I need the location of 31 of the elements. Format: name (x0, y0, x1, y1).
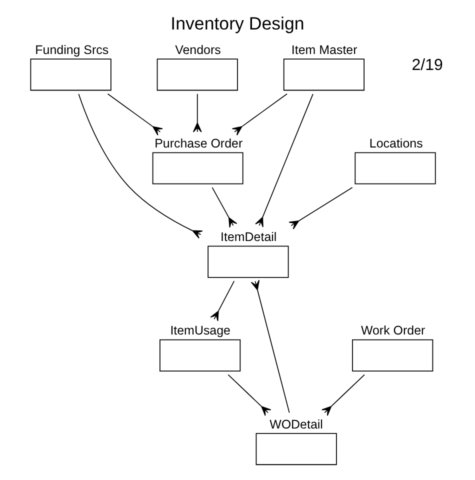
connector (250, 280, 290, 414)
node-label: Purchase Order (154, 136, 243, 150)
node-label: WODetail (270, 417, 323, 432)
node-box (208, 246, 289, 278)
connector (321, 374, 365, 416)
label: 2/19 (412, 56, 443, 74)
node-label: Locations (369, 136, 423, 150)
connector (78, 94, 203, 239)
diagram-title: Inventory Design (170, 14, 304, 34)
node-label: Item Master (291, 42, 358, 57)
node-box (283, 58, 365, 91)
connector (255, 94, 314, 228)
node-box (156, 58, 238, 91)
node-box (256, 432, 337, 466)
node-box (160, 339, 241, 372)
connector (210, 280, 235, 322)
node-label: ItemDetail (220, 230, 277, 244)
node-label: Vendors (175, 42, 221, 57)
connector (212, 187, 238, 228)
connector (192, 93, 202, 132)
node-label: Funding Srcs (35, 42, 109, 57)
node-box (152, 152, 244, 184)
connector (228, 374, 272, 416)
connector (107, 93, 163, 136)
connector (232, 93, 288, 136)
connector (288, 187, 353, 230)
node-box (30, 58, 112, 91)
node-label: ItemUsage (170, 324, 230, 338)
node-label: Work Order (360, 324, 426, 338)
node-box (352, 339, 434, 372)
node-box (354, 152, 436, 184)
